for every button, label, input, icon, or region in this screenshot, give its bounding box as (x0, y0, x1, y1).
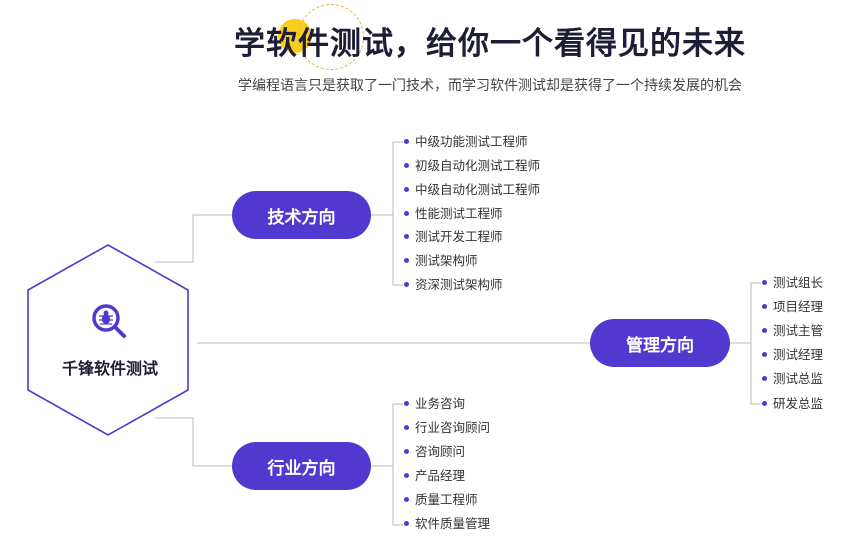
industry-item: 行业咨询顾问 (404, 421, 490, 435)
bullet-dot (404, 401, 409, 406)
industry-item: 质量工程师 (404, 493, 478, 507)
branch-tech-pill: 技术方向 (232, 191, 371, 239)
mgmt-item: 测试总监 (762, 372, 823, 386)
branch-mgmt-pill: 管理方向 (590, 319, 730, 367)
bullet-dot (404, 163, 409, 168)
bullet-dot (762, 376, 767, 381)
bullet-dot (404, 449, 409, 454)
branch-industry-pill: 行业方向 (232, 442, 371, 490)
decorative-dashed-ring (298, 4, 364, 70)
mgmt-item: 项目经理 (762, 300, 823, 314)
industry-item: 产品经理 (404, 469, 465, 483)
bullet-dot (404, 187, 409, 192)
bullet-dot (404, 258, 409, 263)
mgmt-bracket (750, 282, 761, 405)
mgmt-item: 测试经理 (762, 348, 823, 362)
page-title: 学软件测试，给你一个看得见的未来 (234, 26, 746, 62)
bullet-dot (762, 304, 767, 309)
tech-item: 中级功能测试工程师 (404, 135, 528, 149)
industry-item: 业务咨询 (404, 397, 465, 411)
bullet-dot (404, 473, 409, 478)
tech-item: 测试开发工程师 (404, 230, 503, 244)
mgmt-item: 测试主管 (762, 324, 823, 338)
tech-item: 测试架构师 (404, 254, 478, 268)
mgmt-item: 研发总监 (762, 397, 823, 411)
tech-item: 资深测试架构师 (404, 278, 503, 292)
center-hexagon (27, 244, 189, 436)
industry-item: 咨询顾问 (404, 445, 465, 459)
bullet-dot (762, 401, 767, 406)
connector-industry (155, 417, 232, 467)
bullet-dot (404, 139, 409, 144)
center-label: 千锋软件测试 (61, 359, 158, 378)
bullet-dot (404, 497, 409, 502)
bullet-dot (404, 282, 409, 287)
bullet-dot (762, 352, 767, 357)
bullet-dot (762, 328, 767, 333)
tech-bracket (392, 141, 403, 286)
bullet-dot (762, 280, 767, 285)
bullet-dot (404, 211, 409, 216)
tech-item: 中级自动化测试工程师 (404, 183, 540, 197)
tech-item: 性能测试工程师 (404, 207, 503, 221)
tech-item: 初级自动化测试工程师 (404, 159, 540, 173)
connector-tech (155, 214, 232, 263)
industry-item: 软件质量管理 (404, 517, 490, 531)
bullet-dot (404, 521, 409, 526)
industry-bracket (392, 403, 403, 526)
page-subtitle: 学编程语言只是获取了一门技术，而学习软件测试却是获得了一个持续发展的机会 (238, 78, 742, 94)
bullet-dot (404, 234, 409, 239)
mgmt-item: 测试组长 (762, 276, 823, 290)
bullet-dot (404, 425, 409, 430)
bug-search-icon (92, 304, 126, 338)
